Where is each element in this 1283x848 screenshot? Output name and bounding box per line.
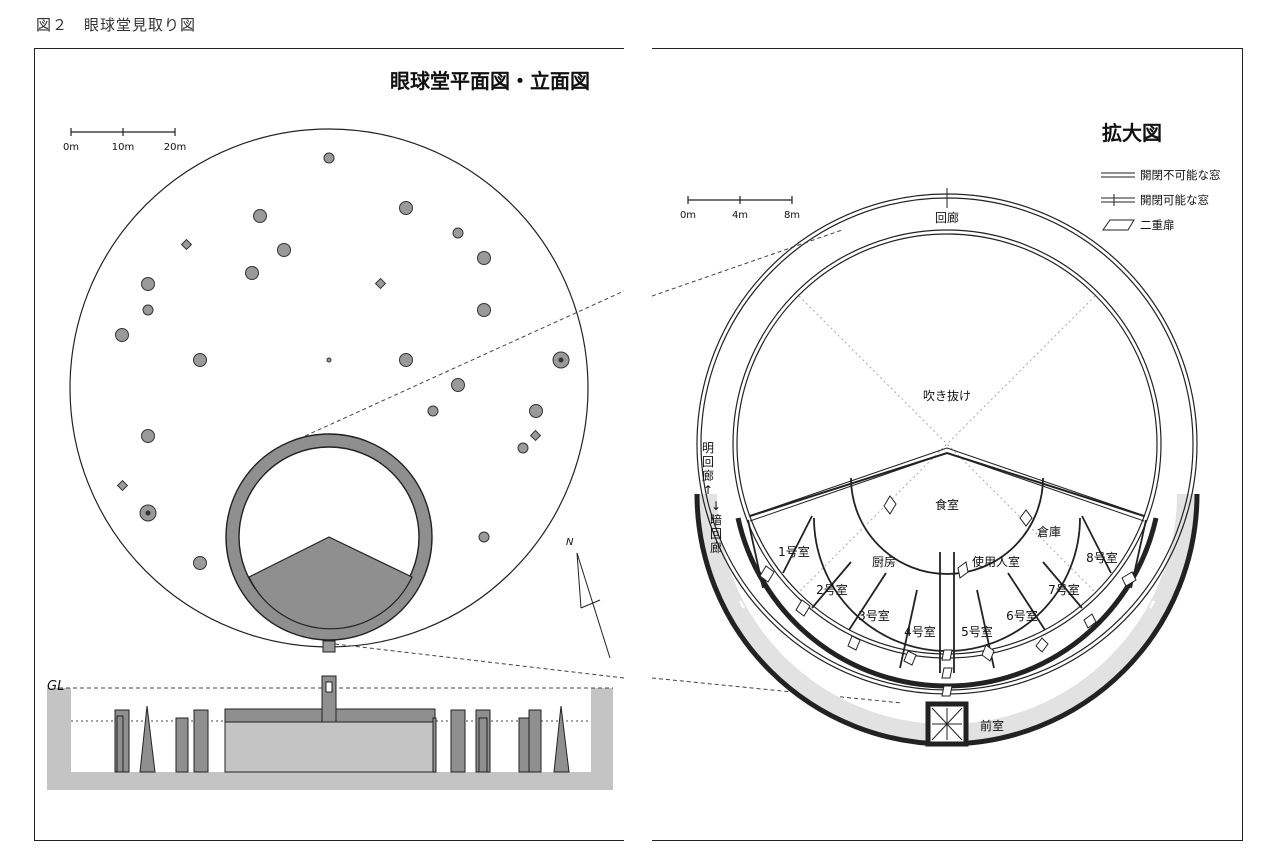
bright-corridor-label: 明 回 廊 ↑ — [702, 441, 714, 497]
dark-corridor-label: ↓ 暗 回 廊 — [710, 499, 722, 555]
legend-opening-window — [1101, 194, 1135, 206]
room-3-label: 3号室 — [858, 608, 890, 623]
left-scale-0: 0m — [63, 142, 79, 153]
servant-room-label: 使用人室 — [972, 554, 1020, 569]
svg-text:廊: 廊 — [702, 468, 714, 483]
legend-fixed-window — [1101, 172, 1135, 178]
room-4-label: 4号室 — [904, 624, 936, 639]
elevation-section — [47, 675, 613, 790]
inner-walls — [732, 229, 1162, 689]
left-scale-10: 10m — [112, 142, 134, 153]
atrium-diagonals — [798, 295, 1096, 593]
right-scale-bar — [687, 196, 793, 204]
legend-opening-window-label: 開閉可能な窓 — [1140, 193, 1209, 207]
north-arrow — [576, 552, 611, 659]
right-scale-8: 8m — [784, 210, 800, 221]
room-5-label: 5号室 — [961, 624, 993, 639]
plan-elevation-drawing: 眼球堂平面図・立面図 0m 10m 20m — [47, 69, 625, 790]
enlarged-title: 拡大図 — [1102, 121, 1162, 145]
corridor-label: 回廊 — [935, 210, 959, 225]
room-2-label: 2号室 — [816, 582, 848, 597]
arrow-down: ↓ — [711, 499, 721, 513]
double-doors — [759, 495, 1137, 739]
outer-window-marks — [738, 600, 1156, 701]
svg-text:明: 明 — [702, 441, 714, 455]
atrium-label: 吹き抜け — [923, 389, 971, 403]
figure-caption: 図２ 眼球堂見取り図 — [36, 16, 197, 34]
room-7-label: 7号室 — [1048, 582, 1080, 597]
svg-text:廊: 廊 — [710, 540, 722, 555]
anteroom-label: 前室 — [980, 718, 1004, 733]
left-scale-20: 20m — [164, 142, 186, 153]
projection-lines-right — [651, 229, 903, 704]
legend-door-icon — [1102, 219, 1135, 231]
svg-text:回: 回 — [710, 527, 722, 541]
room-8-label: 8号室 — [1086, 550, 1118, 565]
arrow-up: ↑ — [703, 483, 713, 497]
pillars — [115, 152, 570, 570]
svg-text:回: 回 — [702, 455, 714, 469]
north-label: N — [566, 537, 574, 548]
room-6-label: 6号室 — [1006, 608, 1038, 623]
legend-double-door-label: 二重扉 — [1140, 218, 1175, 232]
svg-text:暗: 暗 — [710, 512, 722, 527]
storage-label: 倉庫 — [1037, 524, 1061, 539]
legend-fixed-window-label: 開閉不可能な窓 — [1140, 168, 1221, 182]
enlarged-plan-panel: 拡大図 開閉不可能な窓 開閉可能な窓 二重扉 0m 4m 8 — [651, 48, 1243, 841]
enlarged-plan-drawing: 拡大図 開閉不可能な窓 開閉可能な窓 二重扉 0m 4m 8 — [651, 121, 1221, 747]
right-scale-4: 4m — [732, 210, 748, 221]
eyeball-building-plan — [225, 433, 433, 653]
plan-elevation-panel: 眼球堂平面図・立面図 0m 10m 20m — [34, 48, 625, 841]
kitchen-label: 厨房 — [872, 554, 896, 569]
right-scale-0: 0m — [680, 210, 696, 221]
left-scale-bar — [70, 128, 176, 136]
gl-label: GL — [47, 679, 64, 694]
legend: 開閉不可能な窓 開閉可能な窓 二重扉 — [1101, 168, 1221, 232]
room-walls — [747, 451, 1147, 673]
anteroom — [925, 701, 969, 747]
dining-label: 食室 — [935, 497, 959, 512]
plan-title: 眼球堂平面図・立面図 — [390, 69, 590, 93]
room-1-label: 1号室 — [778, 544, 810, 559]
projection-lines-left — [304, 290, 625, 679]
